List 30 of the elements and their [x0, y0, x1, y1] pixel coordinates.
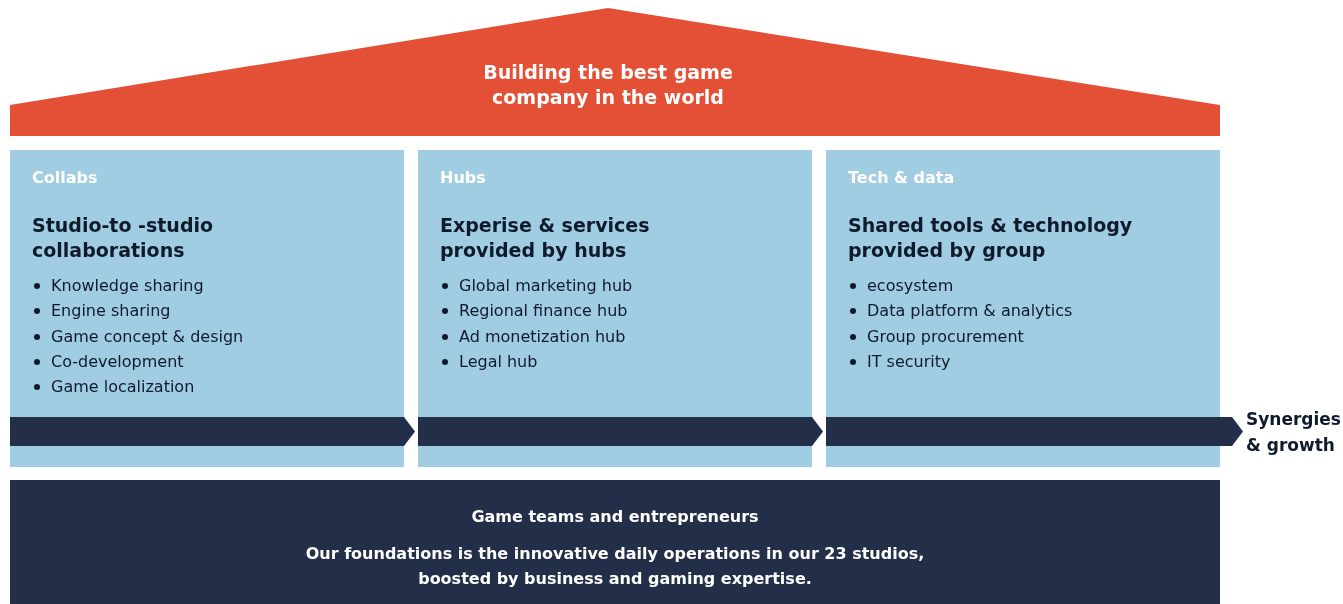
bullet-item: Data platform & analytics	[848, 298, 1073, 324]
pillar-title: Studio-to -studio collaborations	[32, 213, 215, 263]
pillar-title: Shared tools & technology provided by group	[848, 213, 1134, 263]
pillar-heading: Hubs	[440, 168, 486, 187]
bullet-item: ecosystem	[848, 273, 1073, 299]
bullet-item: Legal hub	[440, 348, 633, 375]
bullet-item: Game concept & design	[32, 323, 244, 349]
pillar-heading: Collabs	[32, 168, 98, 187]
bullet-item: Knowledge sharing	[32, 273, 244, 299]
bullet-item: Co-development	[32, 348, 244, 375]
bullet-item: Engine sharing	[32, 298, 244, 324]
chevron-arrow	[10, 417, 415, 446]
side-label: Synergies & growth	[1246, 406, 1343, 458]
bullet-item: Regional finance hub	[440, 298, 633, 324]
pillar-title: Experise & services provided by hubs	[440, 213, 651, 263]
chevron-arrow	[418, 417, 823, 446]
bullet-item: Ad monetization hub	[440, 323, 633, 349]
pillar-panel	[418, 150, 812, 467]
roof-title: Building the best game company in the world	[482, 60, 734, 110]
bullet-item: Group procurement	[848, 323, 1073, 349]
chevron-arrow	[826, 417, 1243, 446]
pillar-heading: Tech & data	[848, 168, 955, 187]
pillar-panel	[826, 150, 1220, 467]
bullet-item: Game localization	[32, 374, 244, 400]
pillar-panel	[10, 150, 404, 467]
foundation-text: Our foundations is the innovative daily operations in our 23 studios, boosted by business and gaming expertise.	[304, 543, 926, 590]
bullet-item: IT security	[848, 348, 1073, 375]
foundation-heading: Game teams and entrepreneurs	[470, 506, 760, 528]
foundation-panel	[10, 480, 1220, 604]
bullet-item: Global marketing hub	[440, 273, 633, 299]
